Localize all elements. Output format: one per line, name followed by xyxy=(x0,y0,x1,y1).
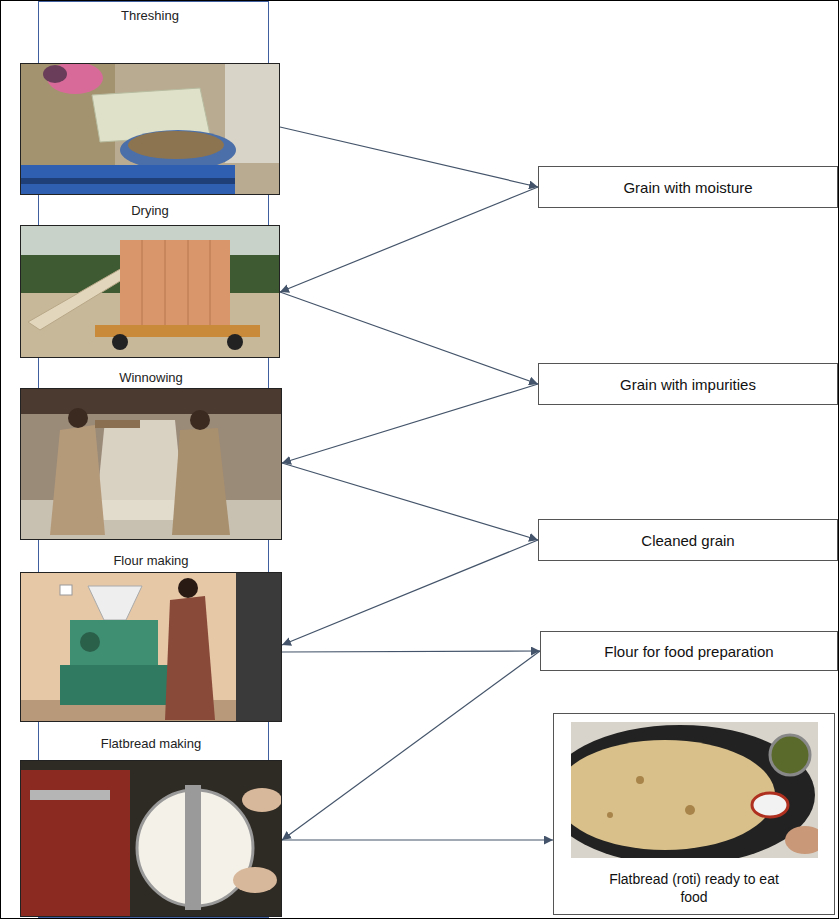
press-bar xyxy=(185,785,201,910)
process-photo-box: Drying xyxy=(20,225,280,358)
roti-machine xyxy=(20,770,130,917)
dryer-rib xyxy=(188,240,189,325)
woman-head xyxy=(178,578,198,598)
flow-arrow xyxy=(282,839,553,840)
dryer-rib xyxy=(142,240,143,325)
thresher-machine xyxy=(20,165,235,195)
woman-sari xyxy=(172,428,230,535)
box-label: Cleaned grain xyxy=(641,531,734,550)
step-heading: Threshing xyxy=(21,8,279,24)
step-heading: Winnowing xyxy=(21,370,281,386)
flour-mill xyxy=(70,620,158,665)
dryer-rib xyxy=(165,240,166,325)
plate xyxy=(571,725,815,858)
flow-arrow xyxy=(280,187,538,292)
hand xyxy=(242,788,282,812)
switch-box xyxy=(60,585,72,595)
woman-head xyxy=(68,408,88,428)
chutney-bowl xyxy=(752,793,788,817)
product-box: Grain with moisture xyxy=(538,166,838,208)
step-heading: Flatbread making xyxy=(21,736,281,752)
product-box: Flour for food preparation xyxy=(540,631,838,671)
mill-wheel xyxy=(80,632,100,652)
flow-arrow xyxy=(280,292,538,384)
flow-arrow xyxy=(282,651,540,840)
gravel-ground xyxy=(20,63,280,195)
grain-chute xyxy=(28,268,130,330)
process-photo-box: Flour making xyxy=(20,572,282,722)
grain-dryer xyxy=(120,240,230,325)
bread-spot xyxy=(636,776,644,784)
product-box: Cleaned grain xyxy=(538,519,838,561)
bread-spot xyxy=(685,805,695,815)
process-photo-box: Winnowing xyxy=(20,388,282,540)
flow-arrow xyxy=(282,463,538,540)
flow-arrow xyxy=(282,651,540,652)
woman-sari xyxy=(165,596,215,720)
flow-arrow xyxy=(280,127,538,187)
house-wall xyxy=(20,388,282,540)
process-photo-box: Flatbread making xyxy=(20,760,282,917)
room-wall xyxy=(20,572,282,722)
flatbread-making-photo xyxy=(20,760,282,917)
trailer-wheel xyxy=(112,334,128,350)
mill-base xyxy=(60,665,168,705)
machine-band xyxy=(20,178,235,184)
machine-handle xyxy=(30,790,110,800)
blue-basin xyxy=(120,130,236,170)
hand xyxy=(785,826,818,854)
woman-head xyxy=(190,410,210,430)
step-heading: Flour making xyxy=(21,553,281,569)
roti-photo xyxy=(571,722,818,858)
process-photo-box: Threshing xyxy=(20,63,280,195)
trailer-wheel xyxy=(227,334,243,350)
dryer-rib xyxy=(210,240,211,325)
bread-spot xyxy=(607,812,613,818)
hand xyxy=(233,867,277,893)
woman-sari xyxy=(50,425,105,535)
winnowing-photo xyxy=(20,388,282,540)
product-box: Grain with impurities xyxy=(538,363,838,405)
worker-head xyxy=(43,65,67,83)
roof-eave xyxy=(20,388,282,414)
flow-arrow xyxy=(282,540,538,645)
box-label: Flatbread (roti) ready to eat food xyxy=(594,870,794,906)
side-dish-bowl xyxy=(770,735,810,775)
mill-hopper xyxy=(88,586,142,620)
flow-arrow xyxy=(282,384,538,463)
flour-making-photo xyxy=(20,572,282,722)
flatbread xyxy=(571,740,775,850)
threshing-photo xyxy=(20,63,280,195)
falling-chaff xyxy=(95,420,185,520)
rolling-shutter xyxy=(236,572,282,722)
dark-background xyxy=(20,760,282,917)
sky xyxy=(20,225,280,358)
winnowing-tray xyxy=(95,420,140,428)
final-product-box: Flatbread (roti) ready to eat food xyxy=(553,713,835,915)
box-label: Grain with moisture xyxy=(623,178,752,197)
box-label: Flour for food preparation xyxy=(604,642,773,661)
step-heading: Drying xyxy=(21,203,279,219)
box-label: Grain with impurities xyxy=(620,375,756,394)
drying-photo xyxy=(20,225,280,358)
peanut-pods xyxy=(128,131,224,159)
